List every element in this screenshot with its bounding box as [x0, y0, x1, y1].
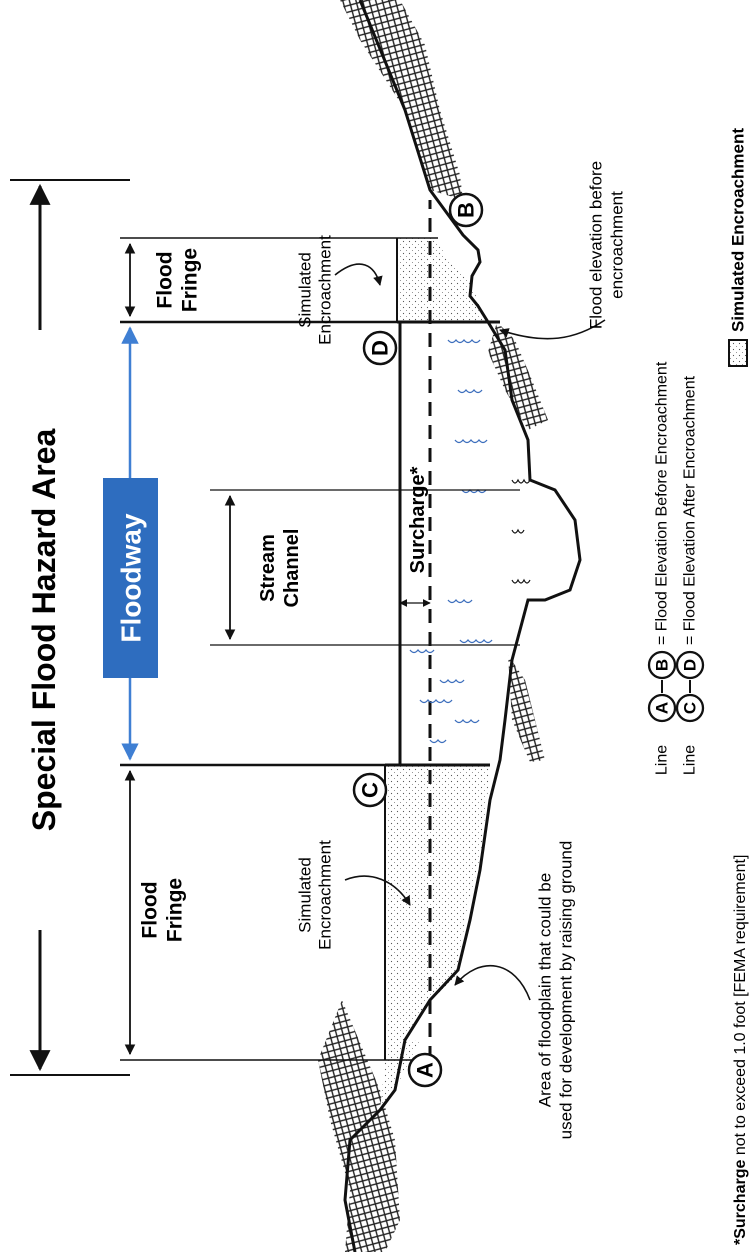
point-c-label: C	[358, 782, 383, 798]
diagram-title: Special Flood Hazard Area	[26, 429, 62, 832]
legend-swatch-label: Simulated Encroachment	[729, 128, 748, 332]
area-note-line2: used for development by raising ground	[557, 841, 576, 1140]
callout-flood-elev	[499, 319, 606, 340]
point-a-label: A	[413, 1062, 438, 1078]
stream-channel-line2: Channel	[281, 529, 303, 608]
legend-cd-text: = Flood Elevation After Encroachment	[682, 375, 699, 645]
legend-ab-a: A	[653, 702, 672, 714]
flood-fringe-right-line2: Fringe	[179, 248, 202, 312]
stream-channel-line1: Stream	[257, 534, 279, 602]
flood-elev-note-line1: Flood elevation before	[587, 161, 606, 329]
water-waves	[409, 338, 493, 744]
flood-fringe-right-line1: Flood	[154, 251, 177, 308]
point-d-marker: D	[362, 330, 398, 366]
legend-swatch	[728, 339, 748, 367]
legend-ab-text: = Flood Elevation Before Encroachment	[654, 361, 671, 645]
floodway-box	[103, 478, 158, 678]
hatched-ground-bottom	[318, 1000, 400, 1252]
terrain-ripples	[511, 478, 531, 584]
sim-encroach-right-line1: Simulated	[296, 252, 315, 328]
legend-cd-d: D	[681, 659, 700, 671]
callout-area	[454, 964, 531, 1001]
sim-encroach-right-line2: Encroachment	[316, 235, 335, 345]
floodway-label: Floodway	[116, 513, 147, 643]
terrain-line	[343, 0, 582, 1252]
encroachment-left-slope	[380, 1040, 420, 1110]
encroachment-left	[385, 765, 490, 1060]
flood-elev-note-line2: encroachment	[608, 191, 627, 299]
legend-ab-line-word: Line	[654, 745, 671, 775]
point-b-label: B	[454, 202, 479, 218]
callout-left-encroach	[344, 875, 411, 906]
legend-cd-line-word: Line	[682, 745, 699, 775]
hatched-ground-low	[508, 655, 545, 762]
legend-ab-b: B	[653, 659, 672, 671]
legend-ab: Line A B = Flood Elevation Before Encroa…	[647, 361, 677, 775]
footnote-rest: not to exceed 1.0 foot [FEMA requirement…	[732, 855, 749, 1160]
footnote: *Surcharge not to exceed 1.0 foot [FEMA …	[732, 855, 749, 1245]
legend-cd-c: C	[681, 702, 700, 714]
surcharge-label: Surcharge*	[407, 466, 429, 573]
point-a-marker: A	[407, 1052, 443, 1088]
point-d-label: D	[368, 340, 393, 356]
sim-encroach-left-line1: Simulated	[296, 857, 315, 933]
footnote-bold: *Surcharge	[732, 1160, 749, 1245]
point-c-marker: C	[352, 772, 388, 808]
flood-fringe-left-line1: Flood	[139, 881, 162, 938]
point-b-marker: B	[448, 192, 484, 228]
flood-fringe-left-line2: Fringe	[164, 878, 187, 942]
area-note-line1: Area of floodplain that could be	[536, 873, 555, 1107]
sim-encroach-left-line2: Encroachment	[316, 840, 335, 950]
callout-right-encroach	[334, 263, 383, 286]
legend-cd: Line C D = Flood Elevation After Encroac…	[675, 375, 705, 775]
encroachment-right	[397, 238, 487, 322]
